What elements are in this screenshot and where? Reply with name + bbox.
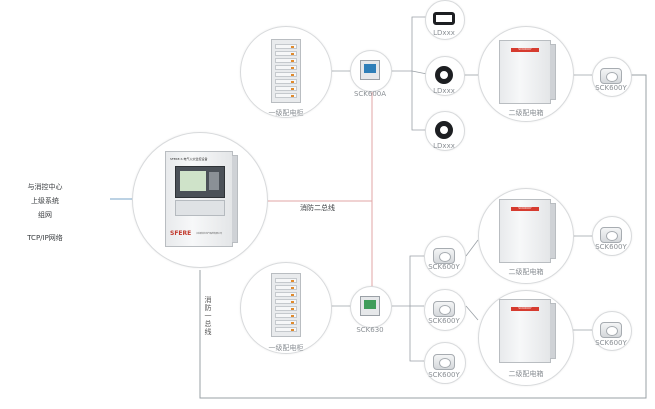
ct-sensor-icon [433,354,455,370]
ct-ring-icon [435,121,453,139]
label-box-3: 二级配电箱 [508,370,544,378]
host-screen [175,166,225,198]
label-box-1: 二级配电箱 [508,109,544,117]
bus-1 [199,74,647,399]
sensor-node-bottom-3 [424,342,466,384]
box-node-2: SCK600Y 二级配电箱 [478,188,574,284]
sensor-node-bottom-1 [424,236,466,278]
label-cabinet-bottom: 一级配电柜 [268,344,304,352]
host-model: SFERE-S 电气火灾监控设备 [170,157,208,161]
label-meter-bottom: SCK630 [356,326,384,334]
monitoring-host: SFERE-S 电气火灾监控设备 SFERE 江苏斯菲尔电气股份有限公司 [165,151,238,247]
meter-sck630 [360,296,380,316]
box-3-plate: SCK600Y [518,306,532,310]
meter-node-bottom [350,286,392,328]
sensor-node-top-3 [425,111,465,151]
label-cabinet-top: 一级配电柜 [268,109,304,117]
label-sensor-top-2: LDxxx [433,87,455,95]
text-tcpip: TCP/IP网络 [27,234,63,242]
text-fire-control-center: 与消控中心 [27,183,63,191]
ct-sensor-icon [600,68,622,84]
ct-sensor-icon [600,227,622,243]
sensor-node-right-1 [592,57,632,97]
bottom-fan [392,255,424,307]
label-sensor-right-2: SCK600Y [595,243,627,251]
sensor-node-top-1 [425,0,465,40]
ct-ring-icon [435,66,453,84]
box-node-1: SCK600Y 二级配电箱 [478,26,574,122]
distribution-box-1: SCK600Y [499,40,556,104]
label-sensor-bottom-1: SCK600Y [428,263,460,271]
label-box-2: 二级配电箱 [508,268,544,276]
ct-sensor-icon [433,12,455,25]
distribution-cabinet-top [271,39,301,103]
ct-sensor-icon [433,248,455,264]
label-sensor-top-1: LDxxx [433,29,455,37]
label-sensor-top-3: LDxxx [433,142,455,150]
label-sensor-right-1: SCK600Y [595,84,627,92]
label-fire-bus-2: 消防二总线 [300,204,335,212]
host-brand: SFERE [170,230,192,237]
distribution-box-3: SCK600Y [499,299,556,363]
sensor-node-bottom-2 [424,289,466,331]
sensor-node-top-2 [425,56,465,96]
text-upper-system: 上级系统 [31,197,59,205]
label-sensor-bottom-3: SCK600Y [428,371,460,379]
sensor-node-right-3 [592,311,632,351]
label-sensor-bottom-2: SCK600Y [428,317,460,325]
ct-sensor-icon [600,322,622,338]
sensor-node-right-2 [592,216,632,256]
top-fan [390,16,432,72]
distribution-box-2: SCK600Y [499,199,556,263]
box-1-plate: SCK600Y [518,47,532,51]
distribution-cabinet-bottom [271,273,301,337]
text-networking: 组网 [38,211,52,219]
meter-node-top [350,50,392,92]
label-sensor-right-3: SCK600Y [595,339,627,347]
host-node: SFERE-S 电气火灾监控设备 SFERE 江苏斯菲尔电气股份有限公司 [132,132,268,268]
host-company: 江苏斯菲尔电气股份有限公司 [196,233,223,235]
label-meter-top: SCK600A [353,90,387,98]
cabinet-node-top: 一级配电柜 [240,26,332,118]
label-fire-bus-1: 消防一总线 [204,296,212,336]
box-2-plate: SCK600Y [518,206,532,210]
cabinet-node-bottom: 一级配电柜 [240,262,332,354]
ct-sensor-icon [433,301,455,317]
box-node-3: SCK600Y 二级配电箱 [478,290,574,386]
meter-sck600a [360,60,380,80]
